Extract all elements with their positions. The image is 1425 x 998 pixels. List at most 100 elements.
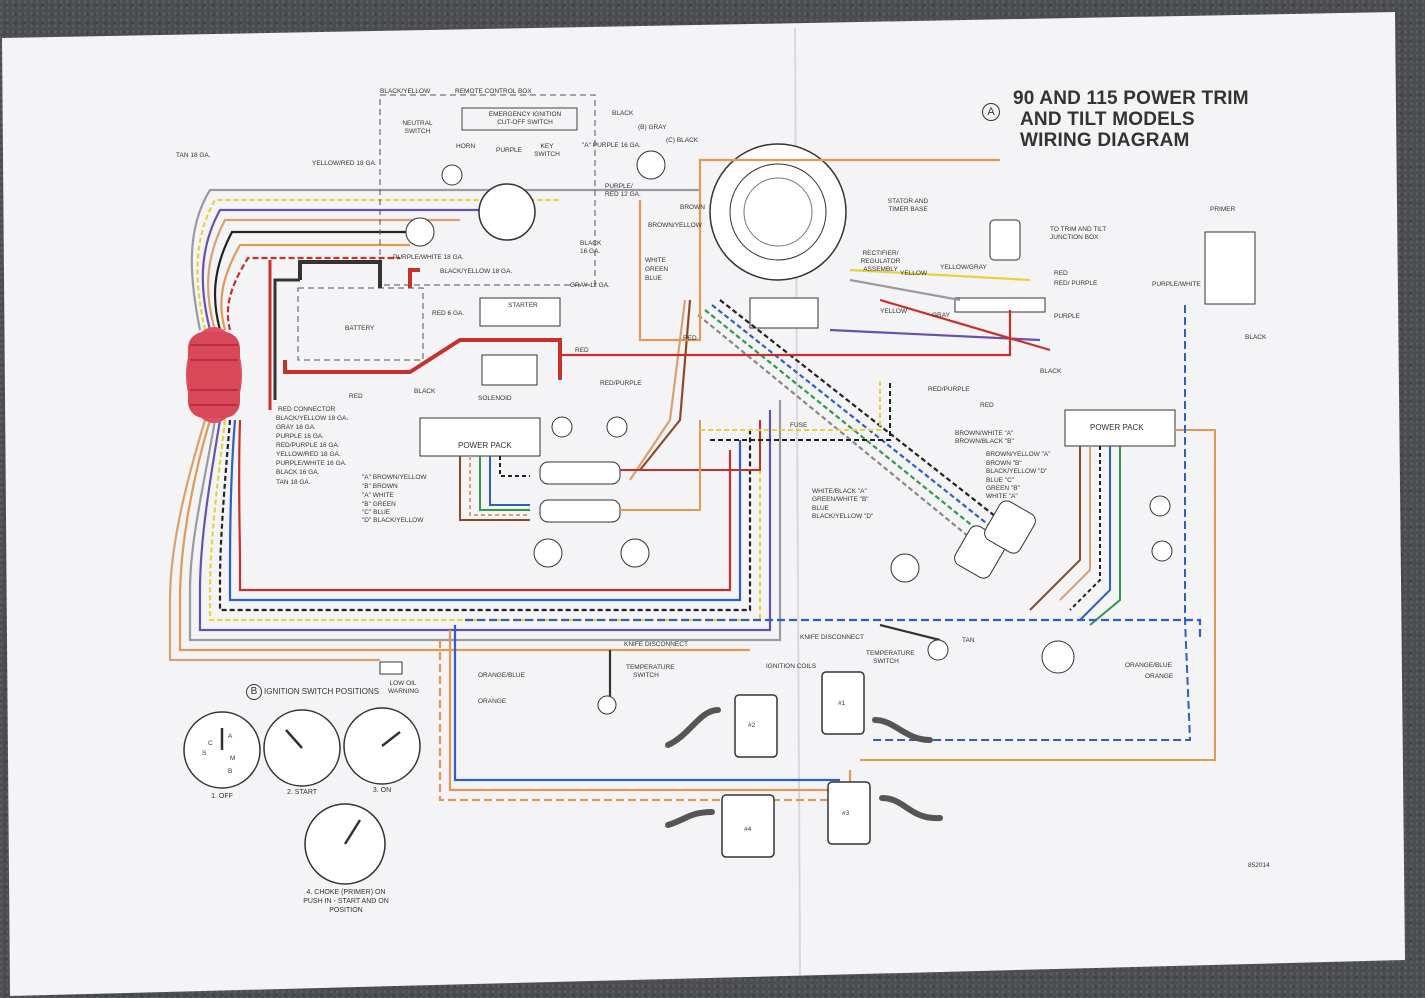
connector-list-item: YELLOW/RED 18 GA. — [276, 451, 341, 458]
connector-right-2 — [984, 500, 1036, 554]
label-green: GREEN — [645, 266, 669, 273]
label-neutral-switch: NEUTRAL SWITCH — [402, 120, 433, 135]
label-fuse: FUSE — [790, 422, 808, 429]
pack-list-item: GREEN "B" — [986, 485, 1020, 492]
starter — [479, 297, 561, 327]
pack-list-item: "A" WHITE — [362, 492, 394, 499]
switch-caption-on: 3. ON — [372, 787, 392, 794]
label-coil-4: #4 — [744, 826, 752, 833]
label-brown: BROWN — [680, 204, 705, 211]
label-orange-blue-left: ORANGE/BLUE — [478, 672, 525, 679]
label-coil-3: #3 — [842, 810, 850, 817]
red-connector — [186, 327, 242, 423]
label-to-trim: TO TRIM AND TILT JUNCTION BOX — [1050, 226, 1107, 241]
label-red-conn: RED — [349, 393, 363, 400]
label-red-right-top: RED — [1054, 270, 1068, 277]
label-orange-blue-right: ORANGE/BLUE — [1125, 662, 1172, 669]
label-purple: PURPLE — [496, 147, 523, 154]
label-coil-2: #2 — [748, 722, 756, 729]
pack-list-item: BROWN "B" — [986, 460, 1022, 467]
label-purple-red-12: PURPLE/ RED 12 GA. — [605, 183, 641, 198]
label-temp-left: TEMPERATURE SWITCH — [626, 664, 675, 679]
label-remote-control-box: REMOTE CONTROL BOX — [455, 88, 532, 95]
label-a-purple: "A" PURPLE 16 GA. — [582, 142, 641, 149]
red-6ga-cable — [283, 338, 562, 380]
label-c-black: (C) BLACK — [666, 137, 699, 144]
label-ignition-coils: IGNITION COILS — [766, 663, 817, 670]
pack-list-item: BROWN/YELLOW "A" — [986, 451, 1051, 458]
label-yellow-gray: YELLOW/GRAY — [940, 264, 987, 271]
label-red-stator: RED — [683, 335, 697, 342]
pack-list-item: "B" GREEN — [362, 501, 396, 508]
label-knife-left: KNIFE DISCONNECT — [624, 641, 688, 648]
coil-boots — [665, 707, 943, 828]
connector-list-item: TAN 18 GA. — [276, 479, 311, 486]
connector-left-2 — [539, 499, 621, 523]
label-black-yellow-18: BLACK/YELLOW 18 GA. — [440, 268, 513, 275]
horn — [441, 164, 463, 186]
label-brown-white-a: BROWN/WHITE "A" — [955, 430, 1014, 437]
rectifier-regulator — [749, 297, 819, 329]
pack-list-item: "A" BROWN/YELLOW — [362, 474, 427, 481]
label-black-yellow-top: BLACK/YELLOW — [380, 88, 431, 95]
label-solenoid: SOLENOID — [478, 395, 512, 402]
label-purple-right: PURPLE — [1054, 313, 1081, 320]
label-orange-right: ORANGE — [1145, 673, 1174, 680]
label-coil-1: #1 — [838, 700, 846, 707]
label-key-switch: KEY SWITCH — [534, 143, 560, 158]
label-starter: STARTER — [508, 302, 538, 309]
section-a-badge: A — [982, 103, 1000, 121]
label-red-6: RED 6 GA. — [432, 310, 465, 317]
remote-control-box — [379, 94, 596, 286]
label-red-right: RED — [980, 402, 994, 409]
key-switch — [478, 183, 536, 241]
label-red-mid: RED — [575, 347, 589, 354]
plug-sockets — [533, 416, 1173, 715]
label-black-right: BLACK — [1245, 334, 1267, 341]
section-b-title: IGNITION SWITCH POSITIONS — [264, 687, 380, 696]
label-white: WHITE — [645, 257, 666, 264]
label-brown-black-b: BROWN/BLACK "B" — [955, 438, 1014, 445]
power-pack-left — [419, 417, 541, 457]
label-gray-b: (B) GRAY — [638, 124, 667, 131]
main-harness — [168, 188, 782, 662]
title-line-3: WIRING DIAGRAM — [1020, 130, 1190, 151]
connector-list-item: GRAY 18 GA. — [276, 424, 316, 431]
label-black-right-top: BLACK — [1040, 368, 1062, 375]
pack-harness-left — [459, 420, 761, 521]
switch-caption-start: 2. START — [286, 789, 318, 796]
label-brown-yellow: BROWN/YELLOW — [648, 222, 702, 229]
label-emergency-cutoff: EMERGENCY IGNITION CUT-OFF SWITCH — [488, 111, 562, 126]
harness-list-item: WHITE/BLACK "A" — [812, 488, 867, 495]
part-number: 852014 — [1248, 862, 1270, 869]
label-gray: GRAY — [932, 312, 950, 319]
label-power-pack-right: POWER PACK — [1090, 423, 1144, 432]
label-yellow: YELLOW — [900, 270, 928, 277]
connector-list-item: PURPLE 16 GA. — [276, 433, 325, 440]
pack-list-item: BLACK/YELLOW "D" — [986, 468, 1048, 475]
power-pack-right — [1064, 409, 1176, 447]
label-gray-12: GRAY 12 GA. — [570, 282, 610, 289]
primer — [1204, 231, 1256, 305]
bottom-harness — [438, 618, 1202, 802]
switch-terminal: B — [228, 768, 233, 775]
label-tan: TAN — [962, 637, 975, 644]
cutoff-switch — [461, 107, 578, 131]
switch-terminal: C — [208, 740, 213, 747]
pack-list-item: "C" BLUE — [362, 509, 391, 516]
battery-black-cable — [298, 260, 382, 288]
diagram-title: 90 AND 115 POWER TRIM AND TILT MODELS WI… — [1013, 88, 1249, 151]
switch-keys — [220, 728, 401, 845]
neutral-switch — [405, 217, 435, 247]
label-orange-left: ORANGE — [478, 698, 507, 705]
switch-terminal: S — [202, 750, 207, 757]
switch-terminal: A — [228, 733, 233, 740]
stator-harness — [560, 158, 1051, 551]
switch-caption-off: 1. OFF — [211, 793, 233, 800]
ignition-coils — [721, 671, 871, 858]
connector-list-item: RED CONNECTOR — [278, 406, 336, 413]
switch-caption-choke: 4. CHOKE (PRIMER) ON PUSH IN - START AND… — [303, 889, 389, 914]
pack-harness-right — [700, 305, 1216, 761]
label-horn: HORN — [456, 143, 476, 150]
